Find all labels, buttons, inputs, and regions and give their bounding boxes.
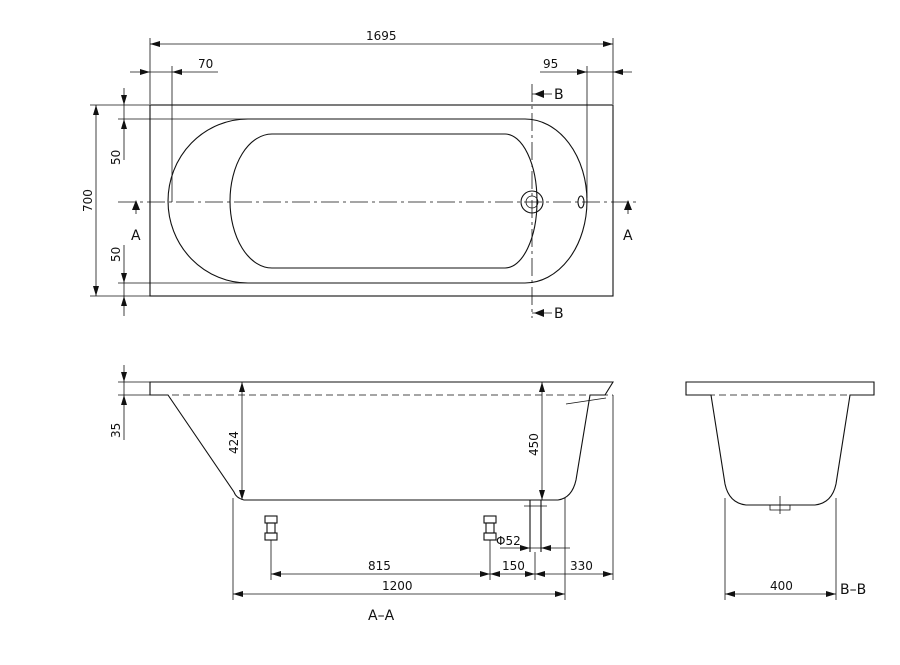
dim-arrow [555, 591, 565, 597]
dim-50-bottom-text: 50 [109, 247, 123, 262]
dim-700-text: 700 [81, 189, 95, 212]
section-b-arrow-top [534, 90, 544, 98]
section-a-label-left: A [131, 228, 141, 244]
dim-arrow [93, 105, 99, 115]
dim-arrow [603, 41, 613, 47]
section-a-a-title: A–A [368, 608, 395, 624]
dim-arrow [121, 372, 127, 382]
dim-1200-text: 1200 [382, 579, 413, 593]
dim-arrow [539, 490, 545, 500]
dim-330-text: 330 [570, 559, 593, 573]
dim-424-text: 424 [227, 431, 241, 454]
dim-arrow [520, 545, 530, 551]
section-a-label-right: A [623, 228, 633, 244]
dim-arrow [613, 69, 623, 75]
top-view: A A B B 1695 70 95 700 [81, 29, 640, 322]
end-view-b-b: 400 B–B [685, 381, 875, 600]
adjustable-foot-right [483, 515, 497, 548]
tub-side-profile [149, 381, 614, 501]
dim-arrow [577, 69, 587, 75]
tub-rim-inner [167, 118, 588, 284]
section-b-label-top: B [554, 87, 564, 103]
dim-arrow [93, 286, 99, 296]
tub-basin [229, 133, 538, 269]
section-b-b-title: B–B [840, 582, 866, 598]
dim-arrow [140, 69, 150, 75]
dim-arrow [239, 382, 245, 392]
tub-outline-top [149, 104, 614, 297]
dim-450-text: 450 [527, 433, 541, 456]
dim-arrow [233, 591, 243, 597]
dim-70-text: 70 [198, 57, 213, 71]
dim-arrow [490, 571, 500, 577]
dim-arrow [172, 69, 182, 75]
overflow-mark [565, 397, 607, 405]
dim-arrow [480, 571, 490, 577]
dim-35-text: 35 [109, 423, 123, 438]
section-b-label-bottom: B [554, 306, 564, 322]
dim-arrow [121, 95, 127, 105]
dim-95-text: 95 [543, 57, 558, 71]
dim-815-text: 815 [368, 559, 391, 573]
dim-50-top-text: 50 [109, 150, 123, 165]
section-b-arrow-bottom [534, 309, 544, 317]
dim-arrow [121, 395, 127, 405]
tub-end-profile [685, 381, 875, 506]
dim-arrow [603, 571, 613, 577]
dim-arrow [541, 545, 551, 551]
dim-arrow [525, 571, 535, 577]
dim-arrow [121, 296, 127, 306]
dim-d52-text: Φ52 [496, 534, 521, 548]
dim-arrow [150, 41, 160, 47]
dim-150-text: 150 [502, 559, 525, 573]
side-view-a-a: 35 424 450 Φ52 815 150 330 [109, 365, 614, 624]
dim-arrow [239, 490, 245, 500]
dim-arrow [725, 591, 735, 597]
dim-400-text: 400 [770, 579, 793, 593]
adjustable-foot-left [264, 515, 278, 548]
dim-arrow [121, 273, 127, 283]
dim-arrow [271, 571, 281, 577]
dim-arrow [121, 119, 127, 129]
dim-arrow [539, 382, 545, 392]
dim-1695-text: 1695 [366, 29, 397, 43]
dim-arrow [826, 591, 836, 597]
dim-arrow [535, 571, 545, 577]
